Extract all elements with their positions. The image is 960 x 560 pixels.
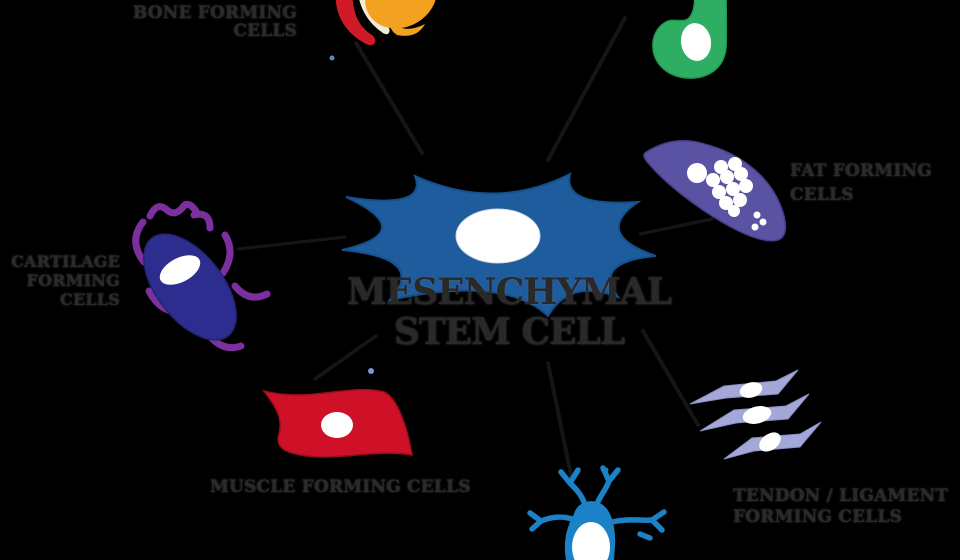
cartilage-label-line1: CARTILAGE: [11, 252, 120, 271]
bone-label-line1: BONE FORMING: [132, 3, 297, 23]
cartilage-label-line3: CELLS: [60, 290, 120, 309]
connector-green-line: [546, 16, 627, 162]
stray-speck: [368, 368, 374, 374]
cartilage-cell-body: [143, 233, 237, 341]
neuron-branch: [609, 517, 655, 525]
fat-droplet: [728, 205, 740, 217]
mesenchymal-cell-nucleus: [455, 208, 541, 264]
neuron-branch: [538, 514, 578, 524]
neuron-cell-nucleus: [572, 522, 610, 560]
connector-bone-line: [354, 41, 424, 155]
tendon-label: TENDON / LIGAMENT FORMING CELLS: [733, 486, 948, 528]
muscle-label: MUSCLE FORMING CELLS: [210, 478, 471, 497]
tendon-label-line1: TENDON / LIGAMENT: [733, 486, 949, 506]
neuron-branch: [529, 518, 544, 532]
bone-label: BONE FORMING CELLS: [133, 4, 297, 40]
bone-cell-orange-hook: [390, 21, 425, 36]
fat-cell-icon: [643, 140, 787, 242]
neuron-speck: [603, 467, 609, 473]
muscle-cell-nucleus: [321, 412, 353, 438]
fat-label-line2: CELLS: [790, 185, 854, 205]
fat-droplet: [719, 196, 733, 210]
tendon-label-line2: FORMING CELLS: [733, 507, 903, 527]
neuron-branch: [567, 480, 588, 508]
connector-cartilage-line: [236, 235, 347, 251]
center-title-line1: MESENCHYMAL: [346, 271, 672, 313]
connector-tendon-line: [641, 329, 700, 427]
fat-droplets: [687, 157, 767, 231]
bone-label-line2: CELLS: [233, 21, 297, 41]
mesenchymal-cell-icon: [341, 172, 657, 318]
cartilage-cell-nucleus: [159, 255, 201, 285]
connector-lines: [236, 16, 714, 482]
cartilage-label: CARTILAGE FORMING CELLS: [11, 252, 120, 309]
tendon-cells-icon: [689, 369, 822, 460]
bone-cell-orange-blob: [365, 0, 437, 29]
bone-cell-icon: [335, 0, 437, 46]
fat-droplet: [739, 179, 753, 193]
matrix-squiggle: [231, 282, 271, 301]
connector-fat-line: [638, 217, 714, 236]
fat-droplet-small: [759, 218, 767, 226]
fat-droplet: [733, 193, 747, 207]
fat-droplet: [734, 167, 748, 181]
stray-speck: [329, 55, 335, 61]
fat-droplet: [712, 185, 726, 199]
green-cell-icon: [652, 0, 728, 79]
bone-cell-orange-body: [365, 0, 437, 36]
matrix-squiggle: [190, 210, 214, 232]
cartilage-label-line2: FORMING: [26, 271, 120, 290]
neuron-cell-icon: [527, 465, 667, 560]
center-title-line2: STEM CELL: [393, 311, 625, 353]
connector-neuron-line: [546, 361, 574, 482]
neuron-branch: [649, 517, 665, 533]
fat-droplet: [720, 170, 734, 184]
green-cell-nucleus: [680, 23, 712, 61]
fat-label: FAT FORMING CELLS: [790, 159, 932, 207]
neuron-branch: [637, 531, 653, 541]
neuron-branch: [594, 478, 612, 507]
fat-droplet-small: [751, 223, 759, 231]
tendon-cell-nuclei: [739, 382, 781, 452]
fat-label-line1: FAT FORMING: [790, 161, 932, 181]
neuron-branch: [567, 467, 581, 486]
muscle-cell-icon: [262, 55, 413, 458]
cartilage-cell-icon: [132, 200, 271, 352]
tendon-cell-nucleus: [759, 432, 781, 452]
fat-droplet-large: [687, 163, 707, 183]
matrix-squiggle: [146, 200, 200, 220]
bone-cell-red-crescent: [335, 0, 376, 46]
neuron-branch: [606, 467, 621, 484]
fat-droplet: [706, 173, 720, 187]
fat-droplet-small: [753, 211, 761, 219]
tendon-cell-nucleus: [739, 382, 763, 398]
fat-droplet: [726, 182, 740, 196]
tendon-cell-nucleus: [742, 406, 772, 424]
muscle-label-line1: MUSCLE FORMING CELLS: [210, 477, 471, 497]
connector-muscle-line: [313, 334, 378, 381]
matrix-squiggle: [219, 231, 234, 277]
matrix-squiggle: [132, 218, 148, 266]
